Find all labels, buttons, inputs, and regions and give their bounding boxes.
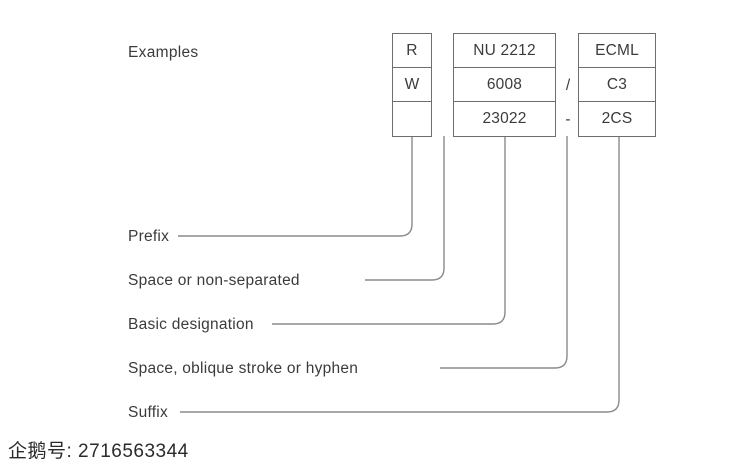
leader-line-space-oblique-hyphen — [440, 136, 568, 369]
callout-label-space-nonseparated: Space or non-separated — [128, 272, 300, 289]
suffix-column: ECML C3 2CS — [578, 33, 656, 137]
leader-line-space-nonseparated — [365, 136, 445, 281]
callout-label-prefix: Prefix — [128, 228, 170, 245]
callout-label-suffix: Suffix — [128, 404, 168, 421]
suffix-cell-1: ECML — [579, 34, 655, 68]
prefix-column: R W — [392, 33, 432, 137]
examples-label: Examples — [128, 44, 199, 61]
watermark-text: 企鹅号: 2716563344 — [8, 441, 189, 462]
basic-designation-column: NU 2212 6008 23022 — [453, 33, 556, 137]
basic-cell-1: NU 2212 — [454, 34, 555, 68]
leader-line-basic-designation — [272, 136, 506, 325]
prefix-cell-3 — [393, 102, 431, 136]
callout-label-space-oblique-hyphen: Space, oblique stroke or hyphen — [128, 360, 359, 377]
suffix-cell-3: 2CS — [601, 110, 633, 127]
suffix-cell-2: C3 — [579, 68, 655, 102]
prefix-cell-1: R — [393, 34, 431, 68]
basic-cell-2: 6008 — [454, 68, 555, 102]
prefix-cell-2: W — [393, 68, 431, 102]
separator-slash: / — [565, 77, 571, 94]
leader-line-prefix — [178, 136, 413, 237]
basic-cell-3: 23022 — [482, 110, 527, 127]
separator-hyphen: - — [565, 111, 571, 128]
callout-label-basic-designation: Basic designation — [128, 316, 254, 333]
